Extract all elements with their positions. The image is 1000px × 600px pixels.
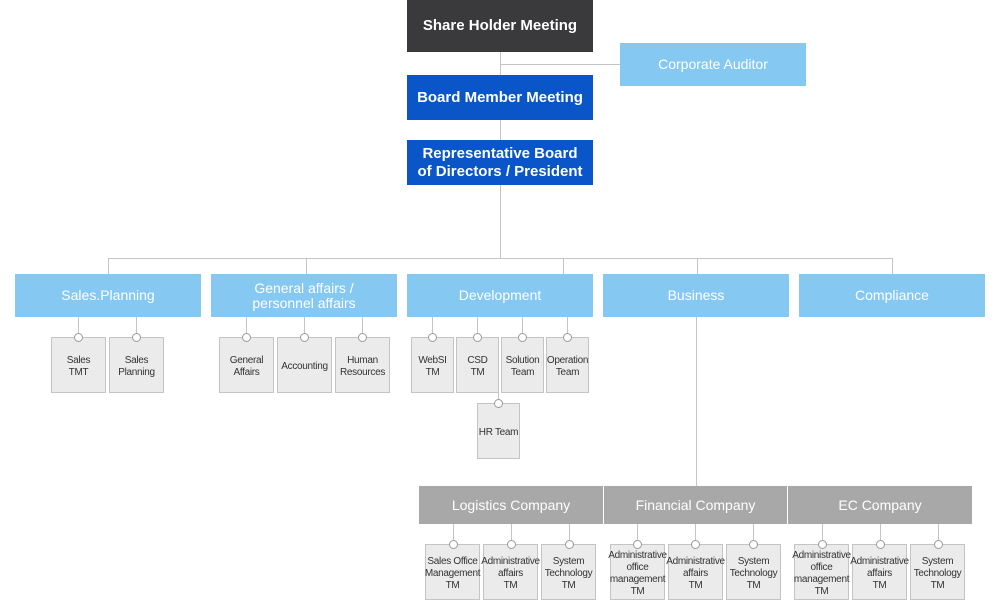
team-connector	[822, 523, 823, 544]
dept-business: Business	[603, 274, 789, 317]
team-connector	[511, 523, 512, 544]
team-financial-admin-affairs: Administrative affairs TM	[666, 544, 725, 600]
team-connector	[753, 523, 754, 544]
drop-sales-planning	[108, 258, 109, 274]
dept-sales-planning: Sales.Planning	[15, 274, 201, 317]
team-sales-planning: Sales Planning	[109, 337, 164, 393]
team-connector	[498, 392, 499, 404]
connector-dot	[817, 539, 827, 549]
team-connector	[569, 523, 570, 544]
team-ec-system-tech: System Technology TM	[910, 544, 965, 600]
team-connector	[362, 316, 363, 337]
connector-dot	[748, 539, 758, 549]
team-connector	[938, 523, 939, 544]
shareholder-meeting-node: Share Holder Meeting	[407, 0, 593, 52]
president-node: Representative Board of Directors / Pres…	[407, 140, 593, 185]
team-csd: CSD TM	[456, 337, 499, 393]
team-connector	[136, 316, 137, 337]
team-ec-admin-affairs: Administrative affairs TM	[850, 544, 909, 600]
connector-dot	[632, 539, 642, 549]
connector-dot	[690, 539, 700, 549]
dept-development: Development	[407, 274, 593, 317]
connector-dot	[493, 398, 503, 408]
company-financial: Financial Company	[604, 486, 787, 524]
board-member-meeting-node: Board Member Meeting	[407, 75, 593, 120]
connector-dot	[875, 539, 885, 549]
connector-dot	[933, 539, 943, 549]
team-operation: Operation Team	[546, 337, 589, 393]
team-connector	[304, 316, 305, 337]
team-logistics-sales-office: Sales Office Management TM	[425, 544, 480, 600]
connector-dot	[564, 539, 574, 549]
drop-compliance	[892, 258, 893, 274]
connector-dot	[357, 332, 367, 342]
team-accounting: Accounting	[277, 337, 332, 393]
team-connector	[78, 316, 79, 337]
team-logistics-system-tech: System Technology TM	[541, 544, 596, 600]
connector-dot	[448, 539, 458, 549]
team-hr: HR Team	[477, 403, 520, 459]
team-solution: Solution Team	[501, 337, 544, 393]
department-bus-line	[108, 258, 893, 259]
team-connector	[695, 523, 696, 544]
team-websi: WebSI TM	[411, 337, 454, 393]
team-logistics-admin-affairs: Administrative affairs TM	[481, 544, 540, 600]
team-connector	[453, 523, 454, 544]
company-logistics: Logistics Company	[419, 486, 603, 524]
company-ec: EC Company	[788, 486, 972, 524]
team-financial-admin-office: Administrative office management TM	[608, 544, 667, 600]
corporate-auditor-node: Corporate Auditor	[620, 43, 806, 86]
team-general-affairs: General Affairs	[219, 337, 274, 393]
connector-dot	[131, 332, 141, 342]
connector-dot	[241, 332, 251, 342]
drop-general-affairs	[306, 258, 307, 274]
dept-general-affairs: General affairs / personnel affairs	[211, 274, 397, 317]
connector-dot	[73, 332, 83, 342]
connector-dot	[562, 332, 572, 342]
connector-dot	[427, 332, 437, 342]
connector-dot	[299, 332, 309, 342]
team-human-resources: Human Resources	[335, 337, 390, 393]
team-connector	[477, 316, 478, 337]
team-sales-tmt: Sales TMT	[51, 337, 106, 393]
connector-dot	[472, 332, 482, 342]
drop-development	[563, 258, 564, 274]
dept-compliance: Compliance	[799, 274, 985, 317]
connector-dot	[517, 332, 527, 342]
team-ec-admin-office: Administrative office management TM	[792, 544, 851, 600]
team-connector	[522, 316, 523, 337]
team-connector	[880, 523, 881, 544]
auditor-connector	[500, 64, 620, 65]
drop-business	[697, 258, 698, 274]
business-to-companies-line	[696, 316, 697, 486]
team-financial-system-tech: System Technology TM	[726, 544, 781, 600]
team-connector	[246, 316, 247, 337]
team-connector	[637, 523, 638, 544]
team-connector	[432, 316, 433, 337]
connector-dot	[506, 539, 516, 549]
team-connector	[567, 316, 568, 337]
